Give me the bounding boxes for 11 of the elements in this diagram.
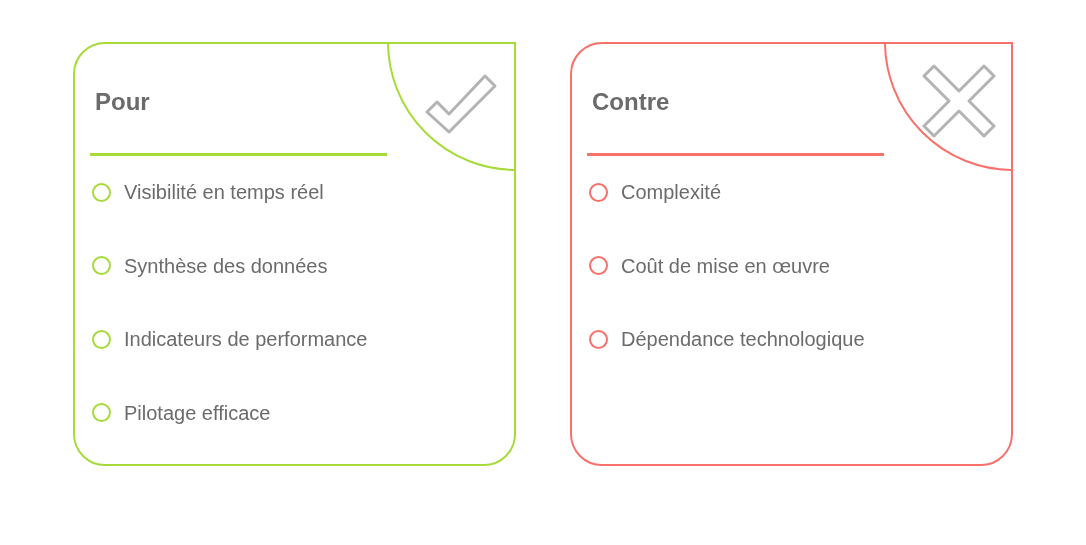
card-heading: Contre bbox=[592, 87, 670, 117]
list-item-text: Indicateurs de performance bbox=[124, 327, 368, 352]
pros-cons-card bbox=[570, 42, 1013, 466]
list-item-text: Coût de mise en œuvre bbox=[621, 253, 830, 279]
list-item-text: Dépendance technologique bbox=[621, 327, 865, 352]
list-item-text: Pilotage efficace bbox=[124, 400, 271, 426]
list-item-text: Complexité bbox=[621, 180, 722, 205]
card-heading: Pour bbox=[95, 87, 150, 117]
list-item-text: Synthèse des données bbox=[124, 253, 328, 279]
pros-cons-card bbox=[73, 42, 516, 466]
list-item-text: Visibilité en temps réel bbox=[124, 180, 324, 205]
